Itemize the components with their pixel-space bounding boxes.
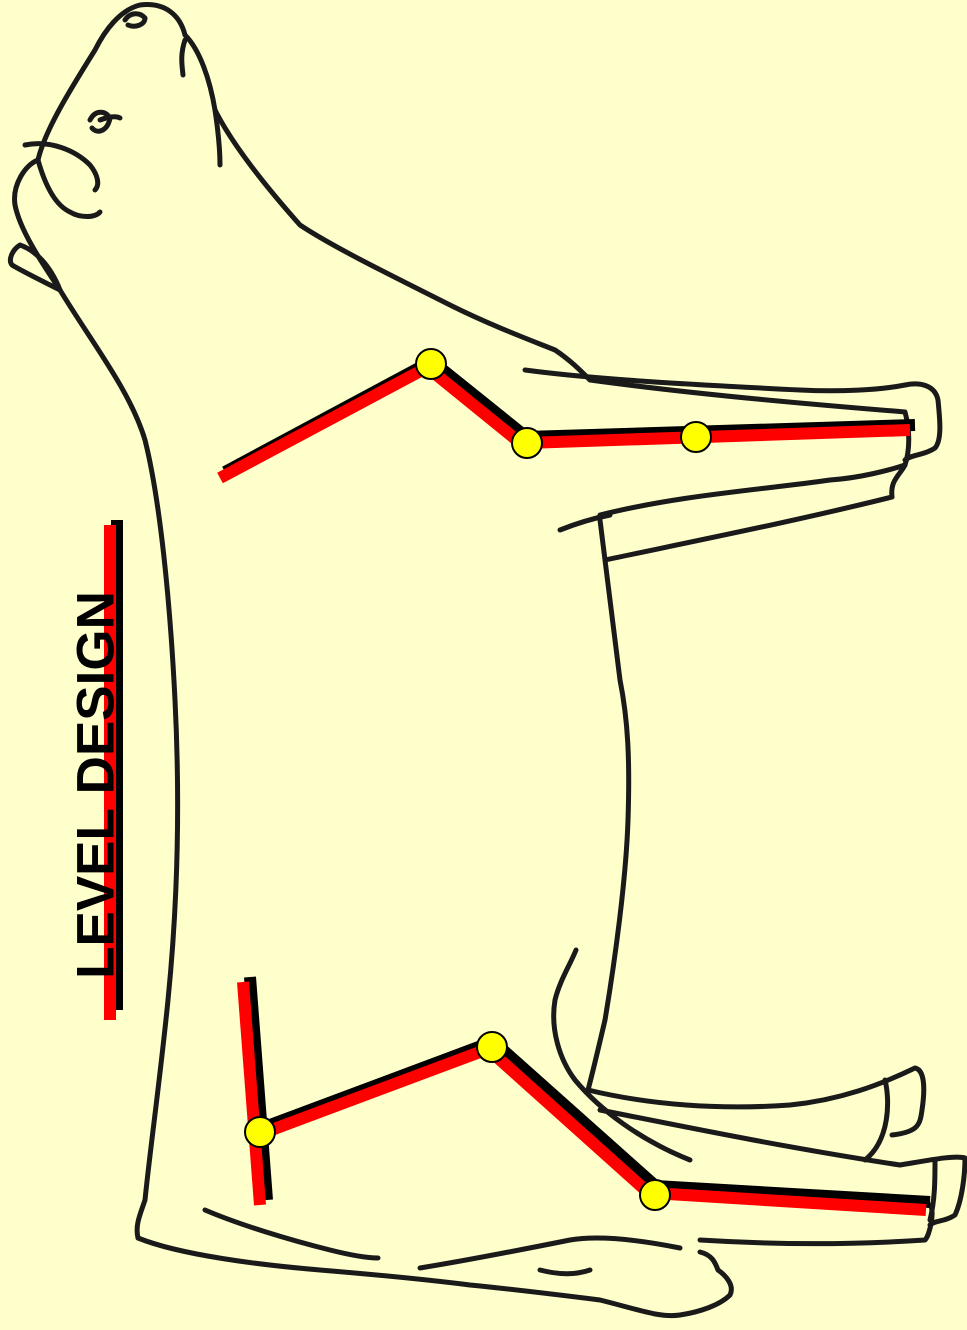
animal-body-outline [10, 5, 965, 1316]
joint-marker-icon [245, 1117, 275, 1147]
joint-marker-icon [416, 349, 446, 379]
joint-marker-icon [477, 1032, 507, 1062]
joint-marker-icon [640, 1180, 670, 1210]
front-leg-angles [220, 361, 915, 478]
joint-marker-icon [512, 428, 542, 458]
title-container: LEVEL DESIGN [30, 0, 140, 1330]
diagram-title: LEVEL DESIGN [66, 591, 127, 979]
joint-marker-icon [681, 422, 711, 452]
joint-markers [245, 349, 711, 1210]
